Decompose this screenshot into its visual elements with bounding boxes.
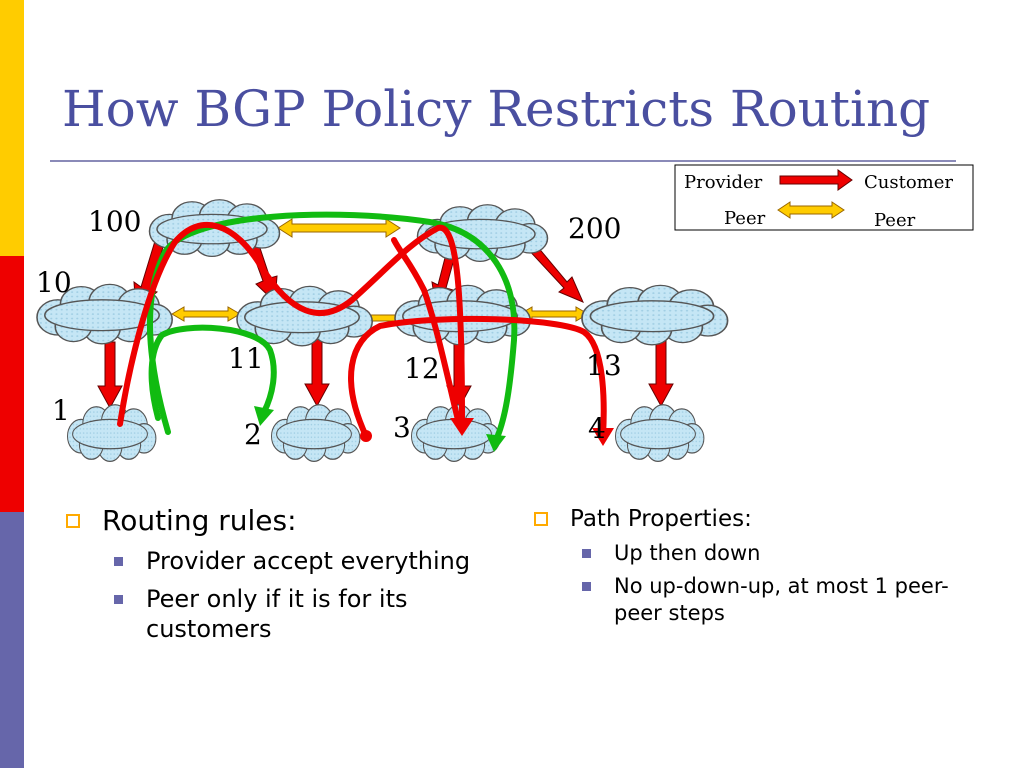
path-properties-heading: Path Properties: xyxy=(530,504,970,534)
path-properties-heading-text: Path Properties: xyxy=(570,506,752,532)
accent-bar-red xyxy=(0,256,24,512)
label-as-13: 13 xyxy=(586,349,622,382)
sub-bullet-icon xyxy=(582,582,591,591)
label-as-200: 200 xyxy=(568,212,621,245)
pc-arrow-11-2 xyxy=(304,337,330,408)
peer-arrow-100-200 xyxy=(277,218,401,238)
invalid-path-b-start xyxy=(360,430,372,442)
list-item: No up-down-up, at most 1 peer-peer steps xyxy=(530,573,970,627)
legend-provider-customer-arrow xyxy=(779,169,853,191)
label-as-12: 12 xyxy=(404,352,440,385)
label-as-100: 100 xyxy=(88,205,141,238)
invalid-path-a-head xyxy=(450,418,474,436)
label-as-2: 2 xyxy=(244,418,262,451)
list-item-text: Up then down xyxy=(614,541,761,565)
list-item: Up then down xyxy=(530,540,970,567)
cloud-as-13 xyxy=(581,284,729,346)
legend: Provider Customer Peer Peer xyxy=(674,164,974,231)
valid-path-b-head xyxy=(254,406,274,426)
bgp-topology-diagram: Provider Customer Peer Peer xyxy=(36,164,974,463)
label-as-1: 1 xyxy=(52,394,70,427)
invalid-path-c xyxy=(391,237,461,423)
legend-peer-arrow xyxy=(777,201,845,219)
pc-arrow-13-4 xyxy=(648,339,674,408)
path-properties-column: Path Properties: Up then down No up-down… xyxy=(530,504,970,627)
label-as-11: 11 xyxy=(228,342,264,375)
slide-title: How BGP Policy Restricts Routing xyxy=(62,80,931,138)
accent-bar-blue xyxy=(0,512,24,768)
list-item-text: No up-down-up, at most 1 peer-peer steps xyxy=(614,574,949,625)
label-as-4: 4 xyxy=(588,412,606,445)
list-item-text: Provider accept everything xyxy=(146,547,471,575)
invalid-path-b xyxy=(348,315,607,439)
cloud-as-4 xyxy=(614,404,705,463)
valid-path-b xyxy=(148,324,277,421)
pc-arrow-10-1 xyxy=(97,341,123,410)
label-as-3: 3 xyxy=(393,411,411,444)
invalid-path-b-head xyxy=(592,428,614,446)
bullet-square-icon xyxy=(534,512,548,526)
valid-path-a-head xyxy=(486,434,506,452)
legend-peer-label-right: Peer xyxy=(874,210,916,231)
peer-arrow-10-11 xyxy=(171,306,241,322)
bullet-square-icon xyxy=(66,514,80,528)
legend-customer-label: Customer xyxy=(864,172,953,193)
accent-bar-yellow xyxy=(0,0,24,256)
invalid-path-a xyxy=(117,222,465,427)
list-item-text: Peer only if it is for its customers xyxy=(146,585,408,643)
cloud-as-2 xyxy=(270,404,361,463)
list-item: Peer only if it is for its customers xyxy=(62,584,502,644)
routing-rules-heading: Routing rules: xyxy=(62,504,502,538)
title-divider xyxy=(50,160,956,162)
label-as-10: 10 xyxy=(36,266,72,299)
sub-bullet-icon xyxy=(114,557,123,566)
sub-bullet-icon xyxy=(582,549,591,558)
cloud-as-1 xyxy=(66,404,157,463)
routing-rules-heading-text: Routing rules: xyxy=(102,504,297,537)
sub-bullet-icon xyxy=(114,595,123,604)
legend-provider-label: Provider xyxy=(684,172,763,193)
routing-rules-column: Routing rules: Provider accept everythin… xyxy=(62,504,502,644)
cloud-as-200 xyxy=(416,203,549,263)
legend-peer-label-left: Peer xyxy=(724,208,766,229)
list-item: Provider accept everything xyxy=(62,546,502,576)
